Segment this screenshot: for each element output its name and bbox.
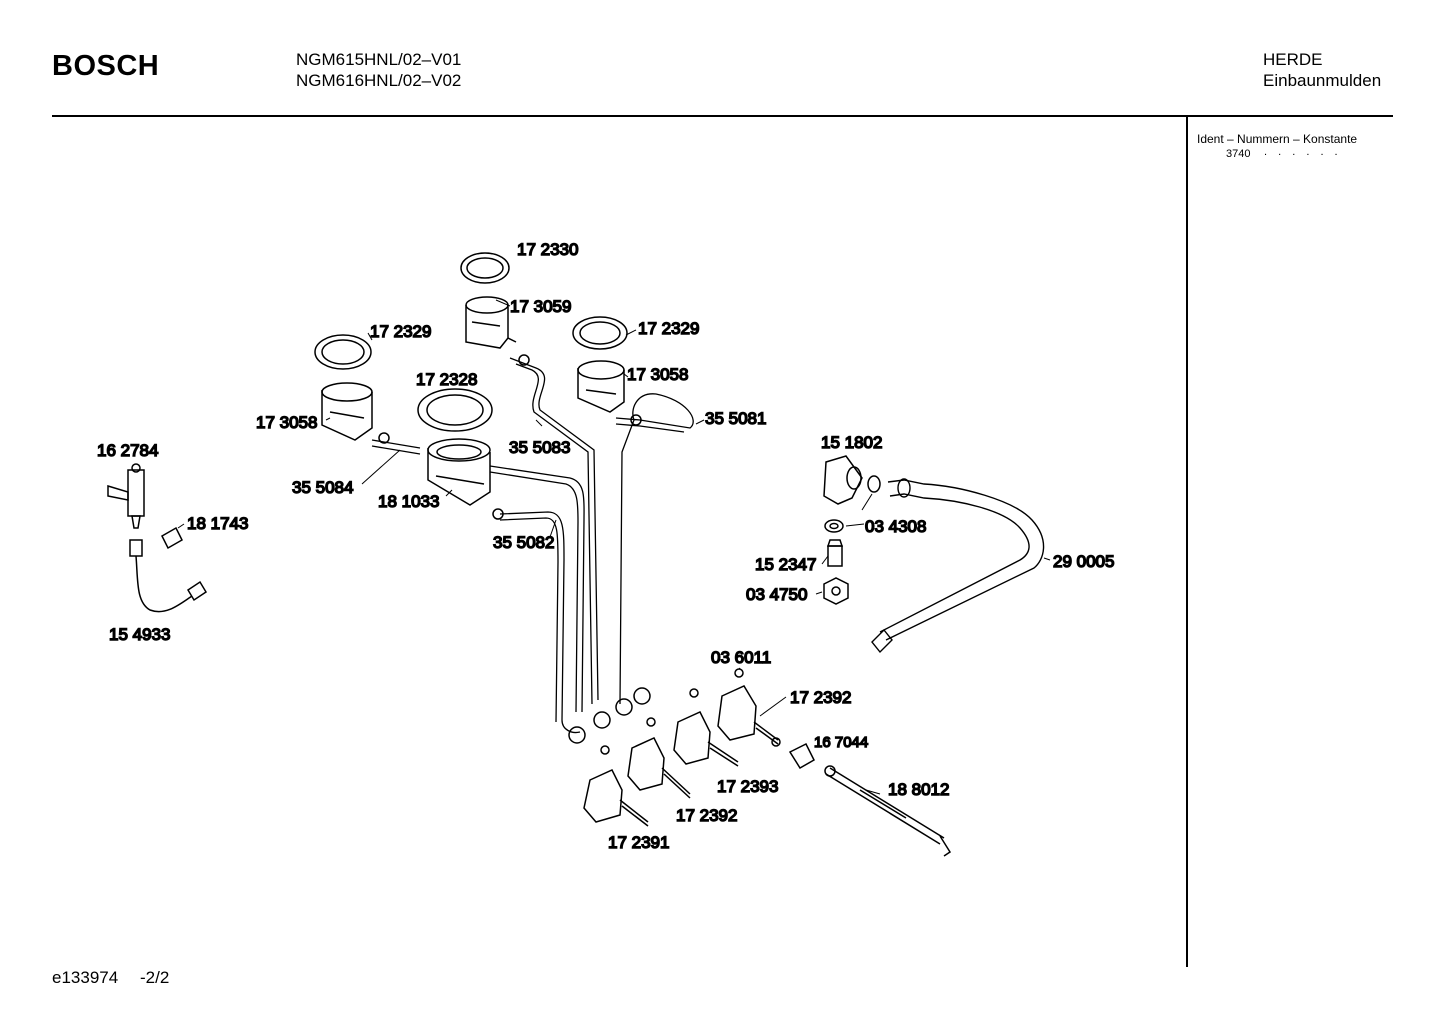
gas-pipe: [489, 465, 585, 713]
gas-valve: [673, 711, 739, 767]
valve-nut: [600, 668, 744, 755]
burner-cap-ring: [572, 316, 628, 350]
part-label-172328: 17 2328: [416, 370, 477, 389]
gas-pipe: [615, 393, 694, 705]
ident-dots: . . . . . .: [1264, 146, 1342, 158]
thermocouple-rod: [824, 765, 952, 857]
part-label-154933: 15 4933: [109, 625, 170, 644]
burner-body: [465, 296, 517, 349]
ignition-electrode: [107, 463, 145, 529]
exploded-parts-diagram: 17 2330 17 3059 17 2329 17 2329 17 2328 …: [96, 239, 1115, 857]
part-label-355084: 35 5084: [292, 478, 353, 497]
gas-pipe: [509, 357, 599, 705]
gas-valve: [717, 685, 781, 747]
ignition-cable: [129, 539, 208, 613]
burner-cap-ring: [314, 334, 372, 370]
nozzle: [826, 539, 844, 567]
category-subtitle: Einbaunmulden: [1263, 71, 1382, 90]
ident-value: 3740: [1226, 148, 1251, 160]
part-label-172393: 17 2393: [717, 777, 778, 796]
part-label-152347: 15 2347: [755, 555, 816, 574]
gas-pipe: [371, 439, 421, 455]
pipe-nut: [378, 354, 651, 744]
sidebar-divider: [1186, 117, 1188, 967]
part-label-172329-left: 17 2329: [370, 322, 431, 341]
part-label-162784: 16 2784: [97, 441, 158, 460]
part-label-173059: 17 3059: [510, 297, 571, 316]
part-label-172391: 17 2391: [608, 833, 669, 852]
document-id: e133974: [52, 968, 119, 987]
model-number-1: NGM615HNL/02–V01: [296, 50, 462, 69]
part-label-036011: 03 6011: [711, 648, 771, 667]
part-label-172392-bottom: 17 2392: [676, 806, 737, 825]
burner-cap-ring: [417, 388, 493, 432]
knob-adapter: [788, 742, 815, 770]
part-label-173058-left: 17 3058: [256, 413, 317, 432]
burner-body: [427, 438, 491, 506]
header-divider: [52, 115, 1393, 117]
burner-body: [577, 360, 625, 413]
burner-cap-ring: [460, 252, 510, 284]
part-label-173058-right: 17 3058: [627, 365, 688, 384]
part-label-355082: 35 5082: [493, 533, 554, 552]
gas-valve: [627, 737, 691, 799]
washer: [824, 519, 844, 533]
ident-label: Ident – Nummern – Konstante: [1197, 132, 1358, 146]
brand-logo: BOSCH: [52, 50, 160, 82]
category-title: HERDE: [1263, 50, 1323, 69]
part-label-172392-top: 17 2392: [790, 688, 851, 707]
part-label-034308: 03 4308: [865, 517, 926, 536]
leader-lines: [177, 299, 1051, 795]
burner-body: [321, 382, 373, 441]
part-label-151802: 15 1802: [821, 433, 882, 452]
part-label-290005: 29 0005: [1053, 552, 1114, 571]
gas-valve: [583, 769, 649, 827]
model-number-2: NGM616HNL/02–V02: [296, 71, 462, 90]
part-label-034750: 03 4750: [746, 585, 807, 604]
part-label-172329-right: 17 2329: [638, 319, 699, 338]
hex-nut: [823, 577, 849, 605]
part-label-181033: 18 1033: [378, 492, 439, 511]
electrode-clip: [161, 526, 183, 550]
page-indicator: -2/2: [140, 968, 170, 987]
sealing-ring: [867, 475, 881, 493]
gas-pipe: [499, 511, 581, 734]
part-label-355083: 35 5083: [509, 438, 570, 457]
part-label-181743: 18 1743: [187, 514, 248, 533]
part-label-355081: 35 5081: [705, 409, 766, 428]
gas-inlet-pipe: [871, 478, 1045, 654]
part-label-188012: 18 8012: [888, 780, 949, 799]
part-label-172330: 17 2330: [517, 240, 578, 259]
part-label-167044: 16 7044: [814, 734, 868, 751]
inlet-elbow: [823, 455, 863, 505]
